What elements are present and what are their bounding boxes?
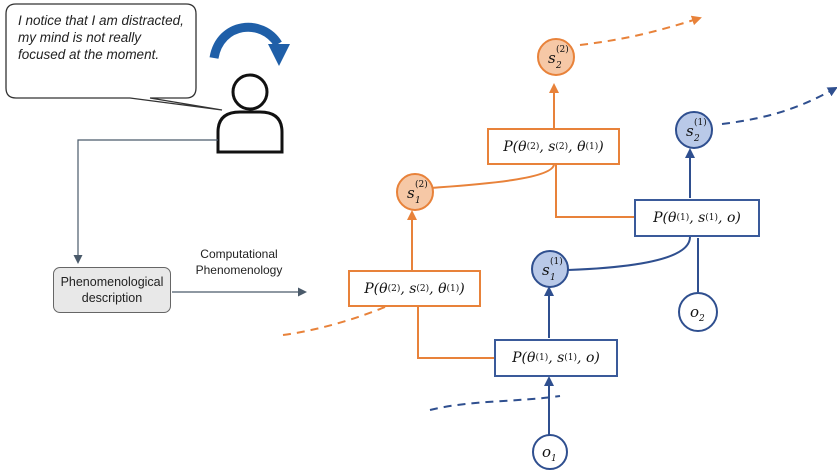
factor-text: , s (548, 350, 565, 366)
observation-node-o1-base: o (542, 443, 551, 461)
factor-text: P(θ (503, 138, 527, 155)
computational-phenomenology-label: Computational Phenomenology (178, 246, 300, 278)
edge-s1-2-to-top-factor (429, 163, 555, 189)
factor-text: , o (577, 350, 595, 366)
blue-dashed-incoming (429, 395, 561, 411)
factor-text: P(θ (653, 210, 677, 226)
rotate-arrow-icon (209, 22, 290, 66)
factor-sup: (1) (676, 213, 690, 223)
edge-blue-top-to-orange-top (555, 165, 636, 218)
person-to-description-arrow (73, 139, 218, 264)
observation-node-o1-sub: 1 (551, 454, 557, 464)
state-node-s2-level1-sub: 2 (693, 134, 700, 144)
state-node-s2-level1-base: s (686, 122, 694, 140)
factor-text: , s (539, 138, 556, 155)
state-node-s2-level2-sub: 2 (555, 61, 562, 71)
state-node-s1-level2-sup: (2) (415, 179, 428, 190)
state-node-s1-level2-base: s (407, 184, 415, 202)
observation-node-o1: o 1 (532, 434, 568, 470)
state-node-s1-level1-sub: 1 (550, 273, 556, 283)
edge-s1-1-to-blue-top (567, 236, 691, 271)
state-node-s1-level1-sup: (1) (550, 256, 563, 267)
person-icon (216, 73, 284, 154)
state-node-s2-level2: s 2 (2) (537, 38, 575, 76)
factor-sup: (2) (416, 283, 430, 294)
factor-sup: (1) (585, 141, 599, 152)
computational-phenomenology-label-line2: Phenomenology (195, 263, 283, 277)
factor-text: P(θ (364, 280, 388, 297)
factor-text: , o (718, 210, 736, 226)
factor-text: ) (598, 138, 604, 155)
state-node-s2-level2-sup: (2) (556, 44, 569, 55)
state-node-s1-level2-sub: 1 (415, 196, 421, 206)
factor-node-blue-bottom: P(θ(1), s(1), o) (494, 339, 618, 377)
state-node-s1-level2: s 1 (2) (396, 173, 434, 211)
factor-sup: (2) (555, 141, 569, 152)
state-node-s2-level2-base: s (548, 49, 556, 67)
thought-bubble-text: I notice that I am distracted, my mind i… (18, 13, 184, 62)
orange-dashed-outgoing (579, 15, 702, 46)
state-node-s1-level1-base: s (542, 261, 550, 279)
factor-text: , s (400, 280, 417, 297)
observation-node-o2-sub: 2 (698, 314, 705, 324)
factor-sup: (1) (535, 353, 549, 363)
factor-text: , θ (429, 280, 447, 297)
factor-sup: (1) (446, 283, 460, 294)
state-node-s2-level1: s 2 (1) (675, 111, 713, 149)
factor-text: , θ (568, 138, 586, 155)
factor-node-orange-top: P(θ(2), s(2), θ(1)) (487, 128, 620, 165)
factor-text: ) (735, 210, 741, 226)
factor-text: P(θ (512, 350, 536, 366)
factor-sup: (2) (526, 141, 540, 152)
factor-node-blue-top: P(θ(1), s(1), o) (634, 199, 760, 237)
factor-sup: (2) (387, 283, 401, 294)
factor-text: ) (459, 280, 465, 297)
observation-node-o2: o 2 (678, 292, 718, 332)
observation-node-o2-base: o (690, 303, 699, 321)
phenomenological-description-box: Phenomenological description (53, 267, 171, 313)
factor-text: ) (594, 350, 600, 366)
state-node-s1-level1: s 1 (1) (531, 250, 569, 288)
edge-blue-bottom-to-orange-bottom (417, 306, 496, 359)
factor-sup: (1) (564, 353, 578, 363)
thought-bubble (5, 3, 223, 111)
factor-node-orange-bottom: P(θ(2), s(2), θ(1)) (348, 270, 481, 307)
state-node-s2-level1-sup: (1) (694, 117, 707, 128)
factor-sup: (1) (705, 213, 719, 223)
factor-text: , s (689, 210, 706, 226)
blue-dashed-outgoing (721, 87, 837, 125)
orange-dashed-incoming (282, 303, 393, 336)
computational-phenomenology-label-line1: Computational (200, 247, 278, 261)
